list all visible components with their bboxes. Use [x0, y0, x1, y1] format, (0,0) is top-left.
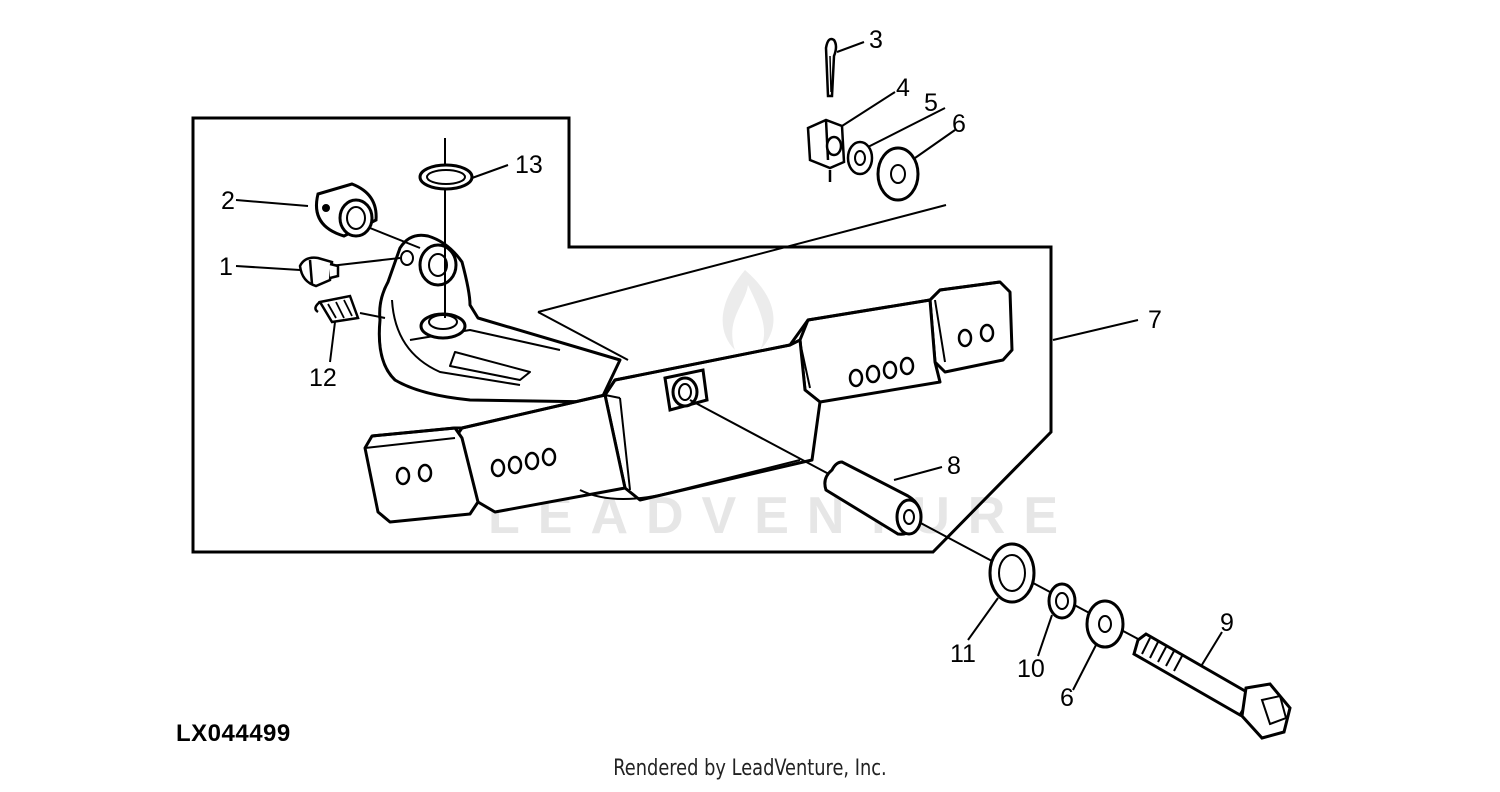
- clevis-part-4: [806, 118, 846, 182]
- bolt-part-9: [1132, 632, 1292, 740]
- callout-1-label: 2: [221, 187, 235, 215]
- washer-part-11: [988, 542, 1036, 604]
- washer-part-13: [418, 163, 474, 191]
- callout-6b-label: 6: [1060, 684, 1074, 712]
- callout-10-label: 10: [1017, 655, 1045, 683]
- washer-part-6-upper: [876, 146, 920, 202]
- callout-12-label: 12: [309, 364, 337, 392]
- callout-8-label: 8: [947, 452, 961, 480]
- callout-3-label: 3: [869, 26, 883, 54]
- washer-part-6-lower: [1085, 599, 1125, 649]
- callout-2-label: 1: [219, 253, 233, 281]
- cotter-pin-part-3: [824, 37, 838, 98]
- drawbar-frame: [363, 233, 1014, 524]
- washer-part-5: [846, 140, 874, 176]
- callout-13-label: 13: [515, 151, 543, 179]
- drawbar-holes: [395, 323, 995, 486]
- callout-9-label: 9: [1220, 609, 1234, 637]
- footer-credit: Rendered by LeadVenture, Inc.: [613, 756, 887, 781]
- callout-5-label: 5: [924, 89, 938, 117]
- callout-labels: 2 1 3 4 5 6 7 8 9 10 11 6 12 13: [219, 26, 1234, 712]
- fitting-part-1: [298, 256, 340, 288]
- callout-6a-label: 6: [952, 110, 966, 138]
- callout-4-label: 4: [896, 74, 910, 102]
- callout-11-label: 11: [950, 640, 976, 668]
- bushing-part-2: [315, 182, 378, 238]
- callout-7-label: 7: [1148, 306, 1162, 334]
- assembly-group-outline: [191, 116, 1053, 554]
- washer-part-10: [1047, 582, 1077, 620]
- center-pivot-boss: [663, 368, 709, 412]
- figure-id: LX044499: [176, 720, 291, 747]
- fitting-part-12: [314, 294, 360, 324]
- pin-part-8: [823, 460, 923, 536]
